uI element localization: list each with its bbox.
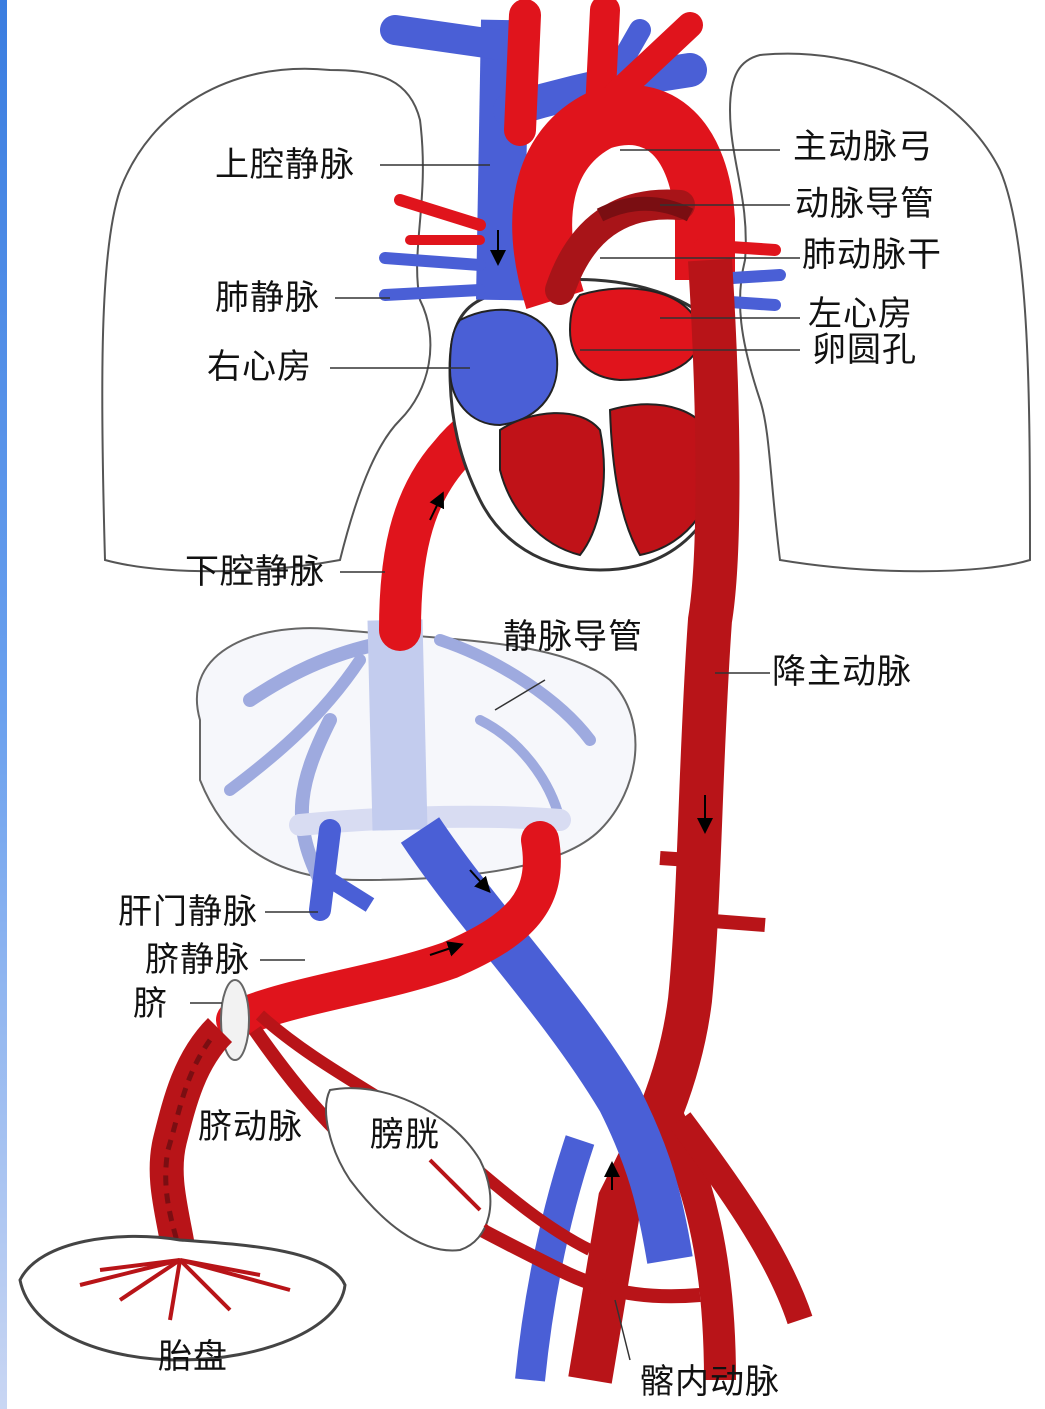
label-placenta: 胎盘: [158, 1340, 228, 1374]
left-atrium-chamber: [570, 288, 700, 380]
label-superior-vena-cava: 上腔静脉: [215, 148, 355, 182]
bladder: [326, 1088, 490, 1250]
label-internal-iliac-artery: 髂内动脉: [640, 1365, 780, 1399]
superior-vena-cava-vessel: [500, 20, 505, 300]
aortic-branch-1: [520, 15, 525, 130]
label-umbilical-artery: 脐动脉: [198, 1110, 303, 1144]
label-ductus-arteriosus: 动脉导管: [795, 187, 935, 221]
label-umbilical-vein: 脐静脉: [145, 943, 250, 977]
label-aortic-arch: 主动脉弓: [793, 130, 933, 164]
aorta-branch-portal: [660, 858, 690, 860]
label-hepatic-portal-vein: 肝门静脉: [118, 895, 258, 929]
label-umbilicus: 脐: [133, 987, 168, 1021]
label-left-atrium: 左心房: [808, 297, 913, 331]
label-foramen-ovale: 卵圆孔: [812, 333, 917, 367]
label-inferior-vena-cava: 下腔静脉: [185, 555, 325, 589]
hepatic-portal-vein-vessel: [320, 830, 330, 910]
label-ductus-venosus: 静脉导管: [503, 620, 643, 654]
portal-branch: [330, 880, 370, 905]
svc-branch-left: [395, 30, 500, 45]
ductus-venosus-vessel: [395, 620, 400, 830]
pulmonary-trunk-vessel: [560, 204, 680, 290]
aorta-branch-right: [700, 920, 765, 925]
label-pulmonary-trunk: 肺动脉干: [802, 238, 942, 272]
label-bladder: 膀胱: [370, 1118, 440, 1152]
label-right-atrium: 右心房: [207, 350, 312, 384]
label-descending-aorta: 降主动脉: [772, 655, 912, 689]
label-pulmonary-vein: 肺静脉: [215, 281, 320, 315]
